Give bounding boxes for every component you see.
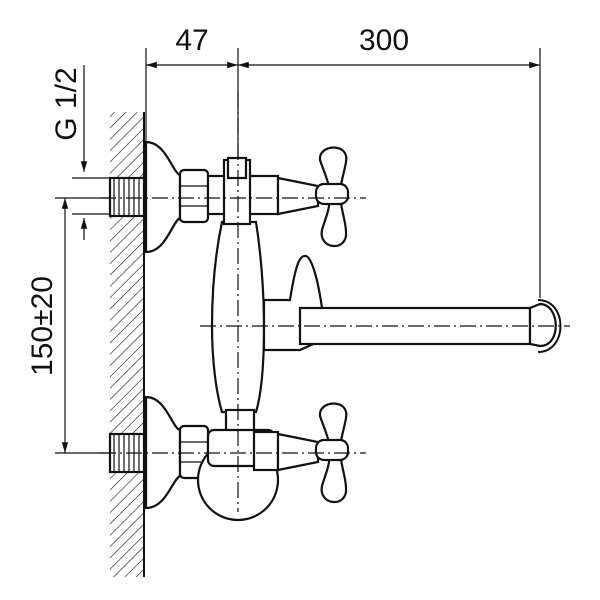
lower-handle [252,402,350,504]
dimension-spout-reach: 300 [359,24,409,57]
dimension-wall-to-axis: 47 [175,24,208,57]
spout [262,254,562,353]
upper-handle [276,146,350,248]
dimension-thread-size: G 1/2 [50,67,83,140]
centerlines [100,92,570,512]
dimension-inlet-spacing: 150±20 [26,276,59,376]
